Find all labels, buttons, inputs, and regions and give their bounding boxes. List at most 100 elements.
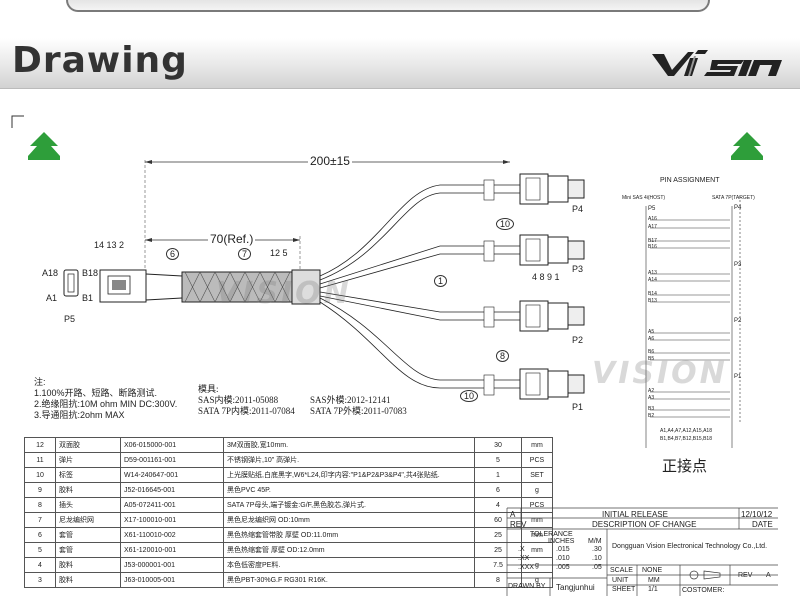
bom-cell: 双面胶 — [55, 437, 121, 453]
watermark-vision-1: VISION — [216, 276, 352, 311]
bom-cell: W14-240647-001 — [120, 467, 224, 483]
rev-header: REV — [510, 520, 527, 529]
bom-cell: 6 — [474, 482, 522, 498]
molds-title: 模具: — [198, 384, 219, 394]
balloon-6: 6 — [166, 248, 180, 260]
tree-logo-left — [28, 132, 60, 160]
p5-pin-b1: B1 — [82, 293, 94, 303]
bom-cell: 25 — [474, 542, 522, 558]
bom-cell: J52-016645-001 — [120, 482, 224, 498]
pin-b14: B14 — [648, 291, 657, 297]
p4-label: P4 — [572, 204, 584, 214]
p2-label: P2 — [572, 335, 584, 345]
bom-cell: 25 — [474, 527, 522, 543]
bom-cell: 7 — [24, 512, 56, 528]
inches-label: INCHES — [548, 538, 575, 545]
tolerance-label: TOLERANCE — [530, 531, 573, 538]
bom-cell: A05-072411-001 — [120, 497, 224, 513]
bom-cell: 3M双面胶,宽10mm. — [223, 437, 475, 453]
molds-block: 模具: SAS内模:2011-05088 SATA 7P内模:2011-0708… — [198, 384, 295, 417]
initial-release: INITIAL RELEASE — [602, 510, 668, 519]
dim-total-length: 200±15 — [308, 154, 352, 168]
bom-cell: 弹片 — [55, 452, 121, 468]
bom-cell: SATA 7P母头,端子镀金:G/F,黑色胶芯,弹片式. — [223, 497, 475, 513]
unit-label: UNIT — [612, 577, 629, 584]
note-2: 2.绝缘阻抗:10M ohm MIN DC:300V. — [34, 399, 178, 409]
date-header: DATE — [752, 520, 773, 529]
balloon-10-p1: 10 — [460, 390, 479, 402]
title-rev-label: REV — [738, 572, 753, 579]
note-1: 1.100%开路、短路、断路测试. — [34, 388, 158, 398]
drawn-by-name: Tangjunhui — [556, 583, 595, 592]
pin-b2: B2 — [648, 413, 655, 419]
section-header: Drawing — [0, 38, 800, 89]
note-3: 3.导通阻抗:2ohm MAX — [34, 410, 125, 420]
bom-cell: SET — [521, 467, 553, 483]
mold-1: SAS内模:2011-05088 — [198, 395, 279, 405]
tolerance-cell: .XX — [518, 555, 530, 562]
pin-group-p1: P1 — [734, 374, 742, 380]
scale-label: SCALE — [610, 567, 633, 574]
p5-connector-label: P5 — [64, 314, 76, 324]
pin-host-label: Mini SAS 4i(HOST) — [622, 195, 666, 201]
bom-cell: 5 — [24, 542, 56, 558]
pin-b17: B17 — [648, 238, 657, 244]
bom-cell: 套管 — [55, 542, 121, 558]
p1-label: P1 — [572, 402, 584, 412]
bom-cell: 黑色尼龙编织网 OD:10mm — [223, 512, 475, 528]
bom-cell: mm — [521, 437, 553, 453]
bom-cell: 尼龙编织网 — [55, 512, 121, 528]
tolerance-cell: .X — [518, 546, 525, 553]
balloon-14-13-2: 14 13 2 — [94, 240, 125, 250]
bom-cell: PCS — [521, 497, 553, 513]
pin-a3: A3 — [648, 395, 655, 401]
p5-pin-a18: A18 — [42, 268, 59, 278]
notes-title: 注: — [34, 377, 46, 387]
bom-cell: 4 — [24, 557, 56, 573]
customer-label: COSTOMER: — [682, 587, 725, 594]
bom-cell: J63-010005-001 — [120, 572, 224, 588]
pin-a5: A5 — [648, 329, 655, 335]
pin-group-p2: P2 — [734, 318, 742, 324]
pin-group-p3: P3 — [734, 262, 742, 268]
mold-4: SATA 7P外模:2011-07083 — [310, 406, 407, 416]
mold-3: SAS外模:2012-12141 — [310, 395, 391, 405]
watermark-vision-2: VISION — [592, 356, 728, 391]
pin-ground-b: B1,B4,B7,B12,B15,B18 — [660, 436, 712, 442]
pin-b16: B16 — [648, 244, 657, 250]
bom-cell: 插头 — [55, 497, 121, 513]
title-rev-value: A — [766, 572, 771, 579]
scale-value: NONE — [642, 567, 663, 574]
pin-a16: A16 — [648, 216, 657, 222]
bom-cell: 10 — [24, 467, 56, 483]
pin-b3: B3 — [648, 406, 655, 412]
top-banner — [0, 0, 800, 32]
bom-cell: D59-001161-001 — [120, 452, 224, 468]
bom-cell: 3 — [24, 572, 56, 588]
tolerance-cell: .015 — [556, 546, 570, 553]
bom-cell: 7.5 — [474, 557, 522, 573]
bom-cell: 9 — [24, 482, 56, 498]
pin-b5: B5 — [648, 356, 655, 362]
balloon-1: 1 — [434, 275, 448, 287]
tolerance-cell: .XXX — [518, 564, 534, 571]
bom-cell: 套管 — [55, 527, 121, 543]
bom-cell: J53-000001-001 — [120, 557, 224, 573]
bom-cell: 胶料 — [55, 482, 121, 498]
molds-block-right: SAS外模:2012-12141 SATA 7P外模:2011-07083 — [310, 395, 407, 417]
bom-cell: 本色低密度PE料. — [223, 557, 475, 573]
balloon-group-p3: 4 8 9 1 — [532, 272, 560, 282]
pin-a13: A13 — [648, 270, 657, 276]
pin-b6: B6 — [648, 349, 655, 355]
mold-2: SATA 7P内模:2011-07084 — [198, 406, 295, 416]
bom-cell: 11 — [24, 452, 56, 468]
bom-cell: PCS — [521, 452, 553, 468]
tolerance-cell: .10 — [592, 555, 602, 562]
release-date: 12/10/12 — [741, 510, 773, 519]
balloon-8-p2: 8 — [496, 350, 510, 362]
vision-logo — [652, 50, 782, 76]
